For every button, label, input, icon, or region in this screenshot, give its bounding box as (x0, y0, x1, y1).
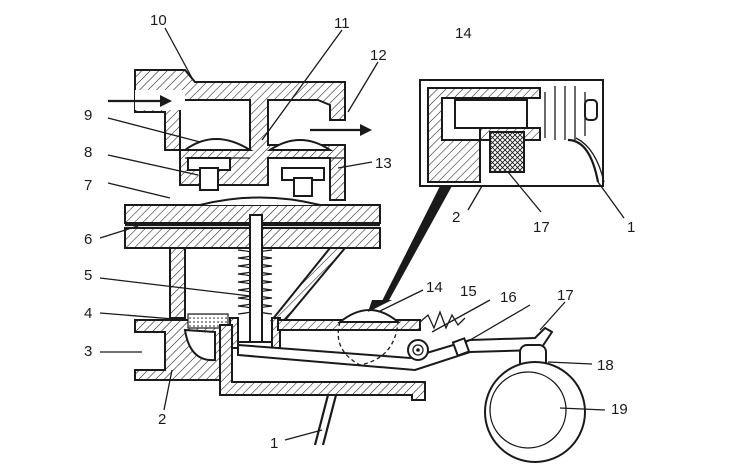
label-7: 7 (84, 177, 92, 194)
label-8: 8 (84, 144, 92, 161)
valve-housing (108, 69, 372, 201)
label-17-top: 17 (533, 219, 550, 236)
label-12: 12 (370, 47, 387, 64)
cam-assembly (484, 344, 586, 463)
label-1: 1 (270, 435, 278, 452)
leader-lines (99, 27, 625, 441)
label-11: 11 (334, 15, 350, 32)
label-17: 17 (557, 287, 574, 304)
label-14: 14 (426, 279, 443, 296)
label-13: 13 (375, 155, 392, 172)
part-labels: 10 11 12 14 9 8 13 7 2 17 1 6 5 14 15 16… (84, 12, 635, 452)
detail-inset (368, 79, 605, 312)
label-2-top: 2 (452, 209, 460, 226)
label-6: 6 (84, 231, 92, 248)
label-4: 4 (84, 305, 92, 322)
label-19: 19 (611, 401, 628, 418)
label-3: 3 (84, 343, 92, 360)
label-1-top: 1 (627, 219, 635, 236)
label-16: 16 (500, 289, 517, 306)
label-2: 2 (158, 411, 166, 428)
label-9: 9 (84, 107, 92, 124)
lever-housing (219, 309, 554, 446)
label-15: 15 (460, 283, 477, 300)
label-10: 10 (150, 12, 167, 29)
label-14-top: 14 (455, 25, 472, 42)
label-5: 5 (84, 267, 92, 284)
label-18: 18 (597, 357, 614, 374)
